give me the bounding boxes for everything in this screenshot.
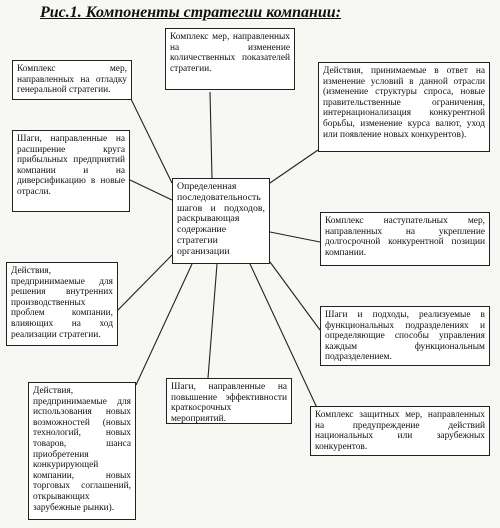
connector-line — [207, 263, 218, 379]
central-box: Определенная последовательность шагов и … — [172, 178, 270, 264]
connector-line — [269, 231, 321, 243]
connector-line — [209, 91, 213, 179]
box-quantitative-indicators: Комплекс мер, направленных на изменение … — [165, 28, 295, 90]
connector-line — [266, 149, 319, 186]
box-offensive-measures: Комплекс наступательных мер, направленны… — [320, 212, 490, 266]
box-industry-response: Действия, принимаемые в ответ на изменен… — [318, 62, 490, 152]
connector-line — [135, 263, 193, 386]
figure-title: Рис.1. Компоненты стратегии компании: — [40, 4, 342, 21]
connector-line — [117, 254, 173, 311]
connector-line — [269, 261, 321, 331]
box-defensive-measures: Комплекс защитных мер, направленных на п… — [310, 406, 490, 456]
connector-line — [249, 263, 319, 411]
box-diversification: Шаги, направленные на расширение круга п… — [12, 130, 130, 212]
box-strategy-fine-tuning: Комплекс мер, направленных на отладку ге… — [12, 60, 132, 100]
box-internal-problems: Действия, предпринимаемые для решения вн… — [6, 262, 118, 346]
connector-line — [129, 96, 173, 184]
connector-line — [129, 179, 173, 201]
box-short-term-efficiency: Шаги, направленные на повышение эффектив… — [166, 378, 292, 424]
box-functional-units: Шаги и подходы, реализуемые в функционал… — [320, 306, 490, 366]
box-new-opportunities: Действия, предпринимаемые для использова… — [28, 382, 136, 520]
